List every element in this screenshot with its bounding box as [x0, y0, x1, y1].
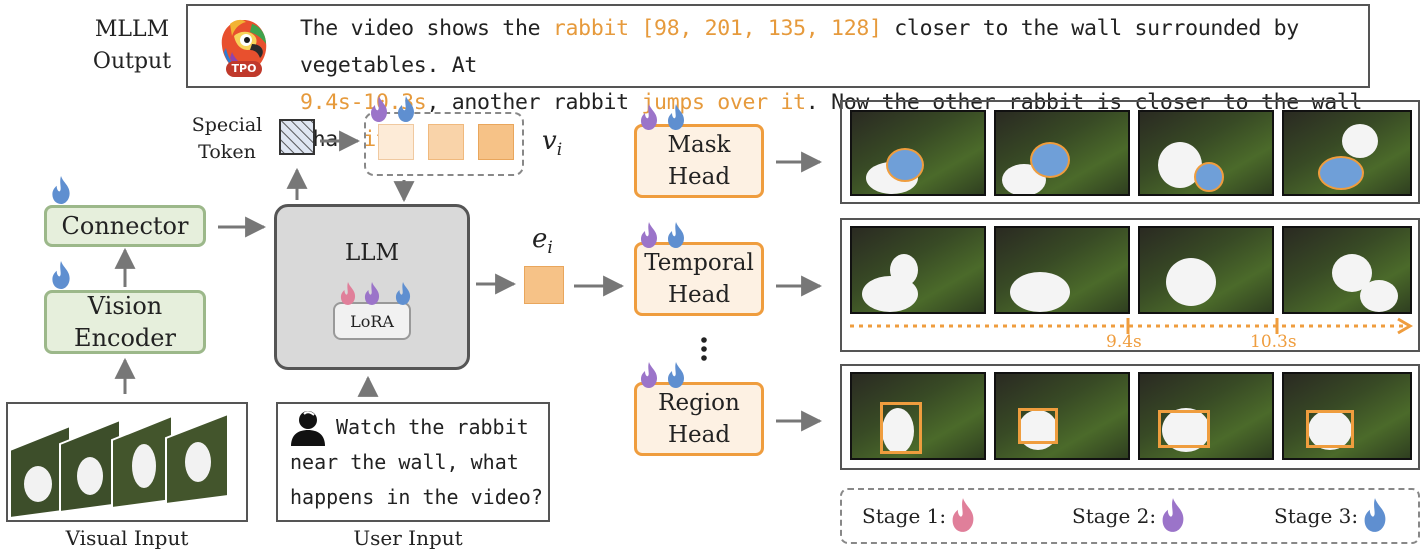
mask-frame-1 [850, 110, 986, 196]
output-highlight-event: jumps over it [641, 90, 806, 115]
ei-subscript: i [547, 238, 553, 259]
mask-frame-3 [1138, 110, 1274, 196]
vision-encoder-box: Vision Encoder [44, 290, 206, 354]
mask-frame-4 [1282, 110, 1412, 196]
vision-encoder-line2: Encoder [74, 324, 176, 352]
output-label-line1: MLLM [94, 17, 170, 42]
region-output-panel [840, 364, 1420, 470]
region-head-box: Region Head [634, 382, 764, 456]
stage2-flame-icon [1162, 498, 1184, 532]
lora-label: LoRA [350, 311, 394, 331]
vi-token-1 [378, 124, 414, 160]
temporal-head-line2: Head [667, 282, 731, 308]
stage1-label: Stage 1: [862, 504, 947, 528]
stage2-flame-icon [364, 282, 380, 305]
special-token-line2: Token [198, 141, 256, 163]
mask-output-panel [840, 100, 1420, 204]
ellipsis-dot [701, 337, 707, 343]
user-query: Watch the rabbit near the wall, what hap… [290, 410, 550, 515]
region-head-line1: Region [658, 390, 740, 416]
user-input-box [276, 402, 550, 522]
region-frame-3 [1138, 372, 1274, 460]
stage2-label: Stage 2: [1072, 504, 1157, 528]
ei-token [524, 266, 564, 304]
stage3-flame-icon [1364, 498, 1386, 532]
vi-letter: v [542, 126, 557, 156]
stage3-flame-icon [668, 362, 684, 388]
temporal-frame-1 [850, 226, 986, 314]
output-text-part3: , another rabbit [426, 90, 642, 115]
llm-label: LLM [344, 240, 400, 266]
stage3-flame-icon [52, 261, 70, 289]
logo-text: TPO [226, 61, 262, 77]
vi-token-2 [428, 124, 464, 160]
ei-letter: e [532, 224, 548, 254]
stage-legend-box [840, 488, 1420, 544]
mask-frame-2 [994, 110, 1130, 196]
stage3-flame-icon [398, 96, 414, 122]
temporal-frame-3 [1138, 226, 1274, 314]
region-frame-2 [994, 372, 1130, 460]
stage3-flame-icon [395, 282, 411, 305]
lora-box: LoRA [333, 302, 411, 340]
vi-subscript: i [556, 140, 563, 161]
user-query-line1: Watch the rabbit [336, 415, 529, 439]
stage2-flame-icon [641, 104, 657, 130]
visual-input-box [6, 402, 248, 522]
special-token-label: Special Token [186, 112, 268, 166]
stage3-flame-icon [52, 176, 70, 204]
user-query-line3: happens in the video? [290, 485, 543, 509]
time-mark-10.3s: 10.3s [1250, 332, 1297, 352]
region-frame-1 [850, 372, 986, 460]
user-input-label: User Input [353, 526, 463, 550]
stage1-flame-icon [952, 498, 974, 532]
output-text-part2: closer to the wall surrounded by vegetab… [300, 16, 1299, 78]
region-head-line2: Head [667, 422, 731, 448]
user-query-line2: near the wall, what [290, 450, 519, 474]
user-avatar-icon [291, 411, 325, 446]
stage3-label: Stage 3: [1274, 504, 1359, 528]
ellipsis-dot [701, 355, 707, 361]
ei-label: ei [532, 224, 553, 258]
output-box [186, 4, 1370, 88]
connector-box: Connector [44, 205, 206, 247]
region-frame-4 [1282, 372, 1412, 460]
vi-label: vi [542, 126, 562, 160]
output-highlight-rabbit: rabbit [98, 201, 135, 128] [552, 16, 882, 41]
ellipsis-dot [701, 346, 707, 352]
special-token-box [279, 119, 315, 155]
stage3-flame-icon [668, 104, 684, 130]
output-text-part1: The video shows the [300, 16, 553, 41]
connector-label: Connector [61, 212, 189, 240]
mask-head-box: Mask Head [634, 124, 764, 198]
special-token-line1: Special [191, 114, 263, 136]
temporal-head-box: Temporal Head [634, 242, 764, 316]
output-label: MLLM Output [82, 14, 182, 78]
stage1-flame-icon [340, 282, 356, 305]
stage2-flame-icon [641, 222, 657, 248]
temporal-frame-2 [994, 226, 1130, 314]
output-label-line2: Output [92, 49, 172, 74]
vi-token-3 [478, 124, 514, 160]
stage2-flame-icon [371, 96, 387, 122]
stage2-flame-icon [641, 362, 657, 388]
mask-head-line1: Mask [667, 132, 731, 158]
visual-input-label: Visual Input [65, 526, 189, 550]
visual-input-frames [9, 412, 229, 520]
timeline-arrowhead [1397, 317, 1413, 335]
vi-group-box [364, 112, 524, 176]
stage3-flame-icon [668, 222, 684, 248]
mask-head-line2: Head [667, 164, 731, 190]
time-mark-9.4s: 9.4s [1106, 332, 1142, 352]
temporal-frame-4 [1282, 226, 1412, 314]
vision-encoder-line1: Vision [87, 292, 163, 320]
temporal-head-line1: Temporal [644, 250, 754, 276]
temporal-output-panel [840, 218, 1420, 352]
